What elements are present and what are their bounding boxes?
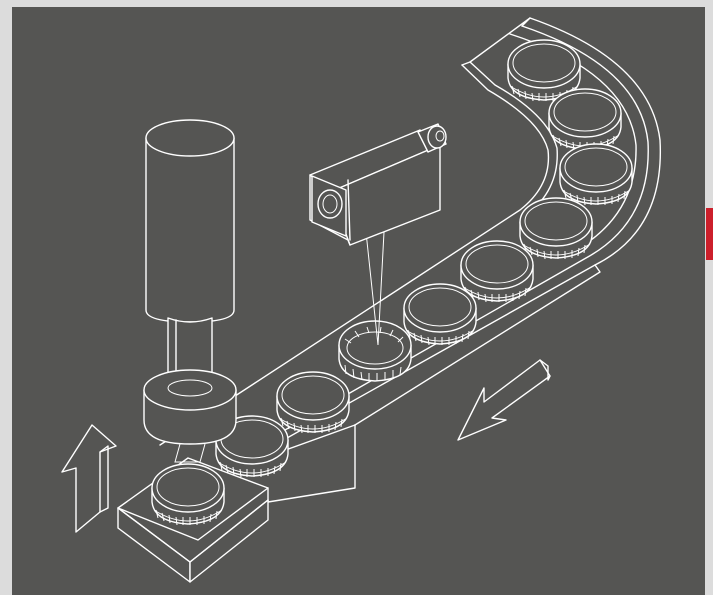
photoelectric-sensor [309, 123, 447, 346]
up-arrow [61, 424, 117, 533]
down-left-arrow [457, 359, 551, 441]
press-ram [143, 119, 237, 463]
edge-accent-marker [706, 208, 713, 260]
